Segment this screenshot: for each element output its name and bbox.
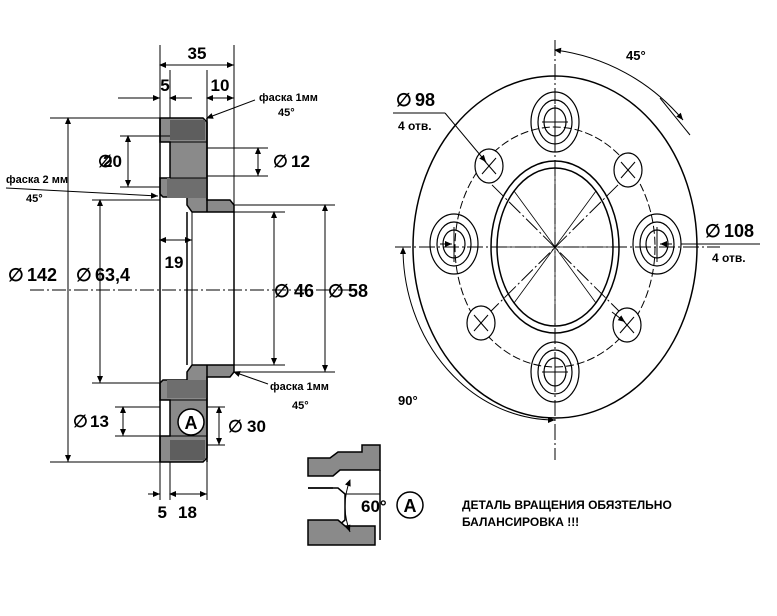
dim-d63-sym: ∅ <box>76 265 92 285</box>
dim-d142: 142 <box>27 265 57 285</box>
angle-90: 90° <box>398 393 418 408</box>
chamfer-1mm-top: фаска 1мм <box>259 92 318 104</box>
dim-35: 35 <box>188 44 207 63</box>
dim-d142-sym: ∅ <box>8 265 24 285</box>
dim-d108-sym: ∅ <box>705 221 721 241</box>
bolt-hole-bottom <box>530 341 580 403</box>
dim-d98: 98 <box>415 90 435 110</box>
dim-d58-sym: ∅ <box>328 281 344 301</box>
chamfer-1mm-bot: фаска 1мм <box>270 381 329 393</box>
remark-line2: БАЛАНСИРОВКА !!! <box>462 515 579 529</box>
dim-d13-sym: ∅ <box>73 412 88 431</box>
holes-98: 4 отв. <box>398 119 432 133</box>
dim-d13: 13 <box>90 412 109 431</box>
dim-d12-sym: ∅ <box>273 152 288 171</box>
dim-d20: 20 <box>103 152 122 171</box>
side-view: A 35 5 10 фаска 1мм 45° ∅ 20 ∅ 12 фас <box>5 44 368 522</box>
dim-d108: 108 <box>724 221 754 241</box>
dim-5-bot: 5 <box>158 503 167 522</box>
angle-45: 45° <box>626 48 646 63</box>
dim-d46: 46 <box>294 281 314 301</box>
detail-a-view: 60° A <box>307 444 424 546</box>
detail-a-marker <box>177 408 205 436</box>
holes-108: 4 отв. <box>712 251 746 265</box>
dim-d98-sym: ∅ <box>396 90 412 110</box>
bolt-hole-right <box>632 213 682 275</box>
detail-a-angle: 60° <box>361 497 387 516</box>
detail-a-marker-label: A <box>185 413 198 433</box>
chamfer-1mm-top-angle: 45° <box>278 107 295 119</box>
dim-d46-sym: ∅ <box>274 281 290 301</box>
dim-d58: 58 <box>348 281 368 301</box>
chamfer-1mm-bot-angle: 45° <box>292 400 309 412</box>
small-hole-tr <box>613 152 643 188</box>
dim-d63: 63,4 <box>95 265 130 285</box>
hub-outer <box>490 160 620 334</box>
dim-19: 19 <box>165 253 184 272</box>
chamfer-2mm-angle: 45° <box>26 193 43 205</box>
dim-18-bot: 18 <box>178 503 197 522</box>
bolt-hole-left <box>429 213 479 275</box>
detail-a-label: A <box>404 496 417 516</box>
remark-line1: ДЕТАЛЬ ВРАЩЕНИЯ ОБЯЗТЕЛЬНО <box>462 498 672 512</box>
small-hole-bl <box>466 305 496 341</box>
small-hole-br <box>612 307 642 343</box>
chamfer-2mm: фаска 2 мм <box>6 174 68 186</box>
dim-d20-sym: ∅ <box>98 152 113 171</box>
dim-d30: 30 <box>247 417 266 436</box>
dim-d30-sym: ∅ <box>228 417 243 436</box>
dim-5-top: 5 <box>160 76 169 95</box>
front-view: ∅ 98 4 отв. ∅ 108 4 отв. 45° 90° <box>393 40 760 460</box>
dim-d12: 12 <box>291 152 310 171</box>
dim-10-top: 10 <box>211 76 230 95</box>
